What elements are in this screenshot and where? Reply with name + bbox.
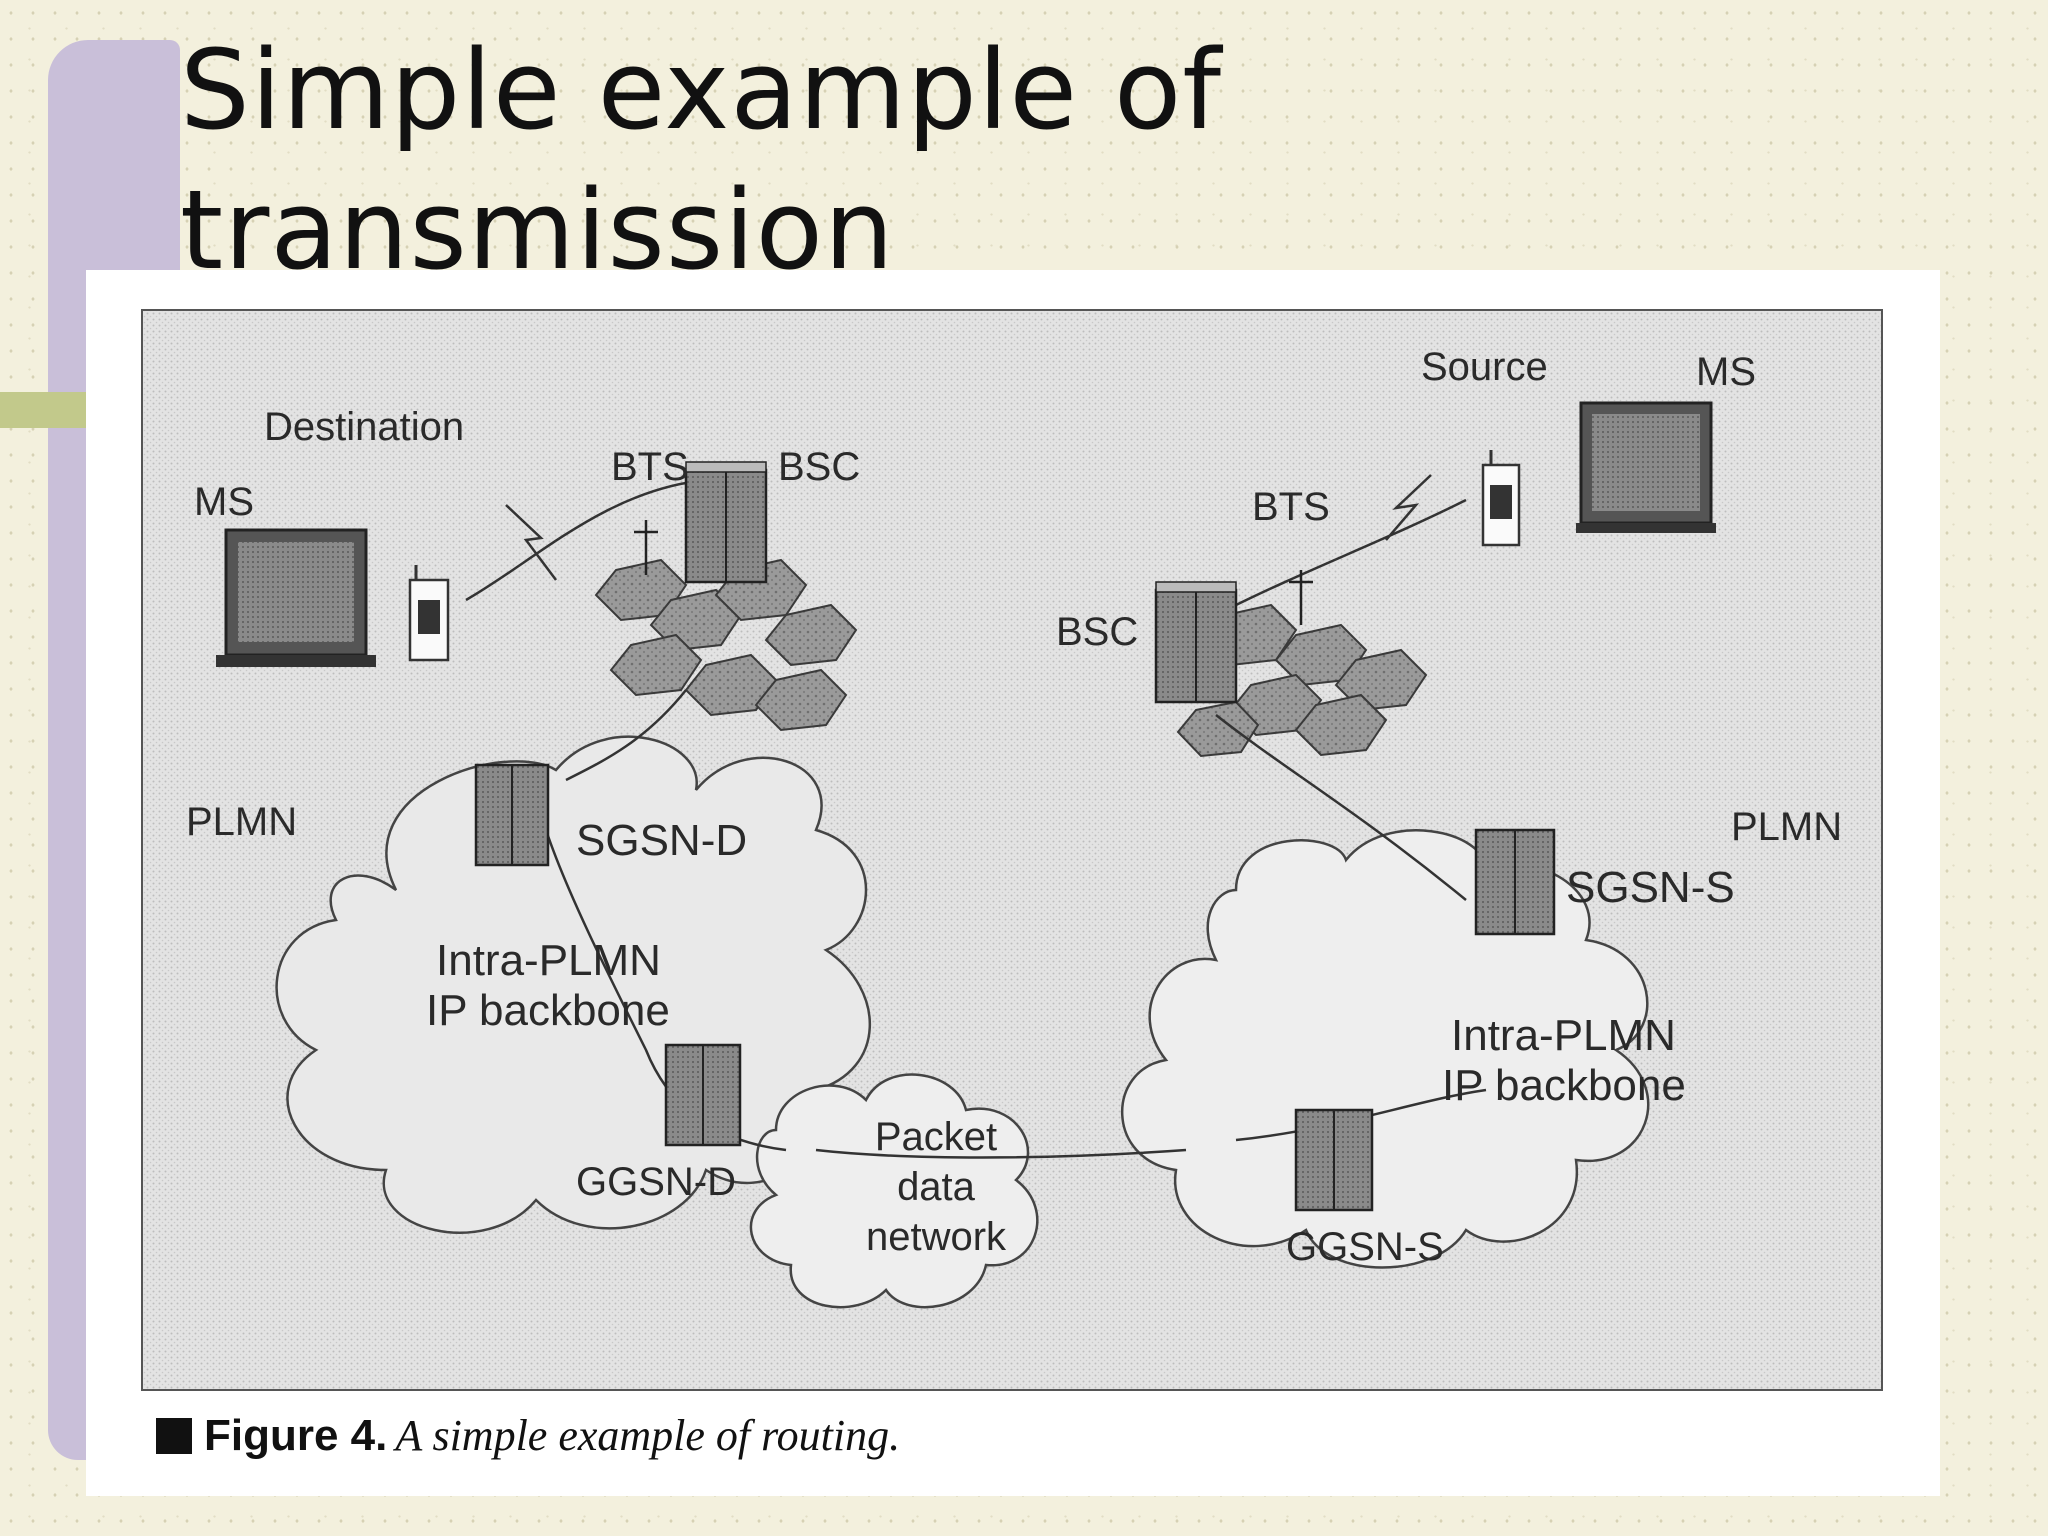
label-bsc-destination: BSC bbox=[778, 445, 860, 489]
figure-card: Destination MS BTS BSC PLMN SGSN-D Intra… bbox=[86, 270, 1940, 1496]
label-plmn-destination: PLMN bbox=[186, 800, 297, 844]
label-sgsn-d: SGSN-D bbox=[576, 816, 747, 865]
figure-caption: Figure 4.A simple example of routing. bbox=[156, 1410, 900, 1461]
ggsn-s-node-icon bbox=[1294, 1108, 1374, 1212]
slide-title: Simple example of transmission bbox=[180, 26, 1223, 294]
caption-square-icon bbox=[156, 1418, 192, 1454]
bts-destination-antenna-icon bbox=[634, 520, 658, 575]
sgsn-d-node-icon bbox=[474, 763, 550, 867]
label-ggsn-s: GGSN-S bbox=[1286, 1225, 1444, 1269]
bsc-source-cabinet-icon bbox=[1154, 581, 1238, 704]
label-source: Source bbox=[1421, 345, 1548, 389]
label-bts-source: BTS bbox=[1252, 485, 1330, 529]
label-bsc-source: BSC bbox=[1056, 610, 1138, 654]
label-backbone-d-line1: Intra-PLMN bbox=[436, 936, 661, 985]
caption-text: A simple example of routing. bbox=[395, 1411, 901, 1460]
cell-cluster-source bbox=[1176, 603, 1428, 758]
label-backbone-s-line2: IP backbone bbox=[1442, 1061, 1686, 1110]
label-ms-destination: MS bbox=[194, 480, 254, 524]
label-backbone-d-line2: IP backbone bbox=[426, 986, 670, 1035]
ggsn-d-node-icon bbox=[664, 1043, 742, 1147]
bts-source-antenna-icon bbox=[1289, 570, 1313, 625]
ms-source-monitor-icon bbox=[1576, 401, 1716, 533]
label-bts-destination: BTS bbox=[611, 445, 689, 489]
label-sgsn-s: SGSN-S bbox=[1566, 863, 1735, 912]
routing-diagram: Destination MS BTS BSC PLMN SGSN-D Intra… bbox=[141, 309, 1883, 1391]
bsc-destination-cabinet-icon bbox=[684, 461, 768, 584]
label-backbone-s-line1: Intra-PLMN bbox=[1451, 1011, 1676, 1060]
cell-cluster-destination bbox=[594, 558, 858, 732]
label-ms-source: MS bbox=[1696, 350, 1756, 394]
mobile-destination-icon bbox=[408, 565, 450, 662]
cloud-packet-data-network bbox=[749, 1073, 1039, 1309]
label-pdn-line3: network bbox=[866, 1215, 1007, 1259]
label-pdn-line2: data bbox=[897, 1165, 976, 1209]
ms-destination-monitor-icon bbox=[216, 528, 376, 667]
label-plmn-source: PLMN bbox=[1731, 805, 1842, 849]
sgsn-s-node-icon bbox=[1474, 828, 1556, 936]
mobile-source-icon bbox=[1481, 450, 1521, 547]
caption-label: Figure 4. bbox=[204, 1411, 388, 1460]
label-ggsn-d: GGSN-D bbox=[576, 1160, 736, 1204]
label-pdn-line1: Packet bbox=[875, 1115, 997, 1159]
label-destination: Destination bbox=[264, 405, 464, 449]
